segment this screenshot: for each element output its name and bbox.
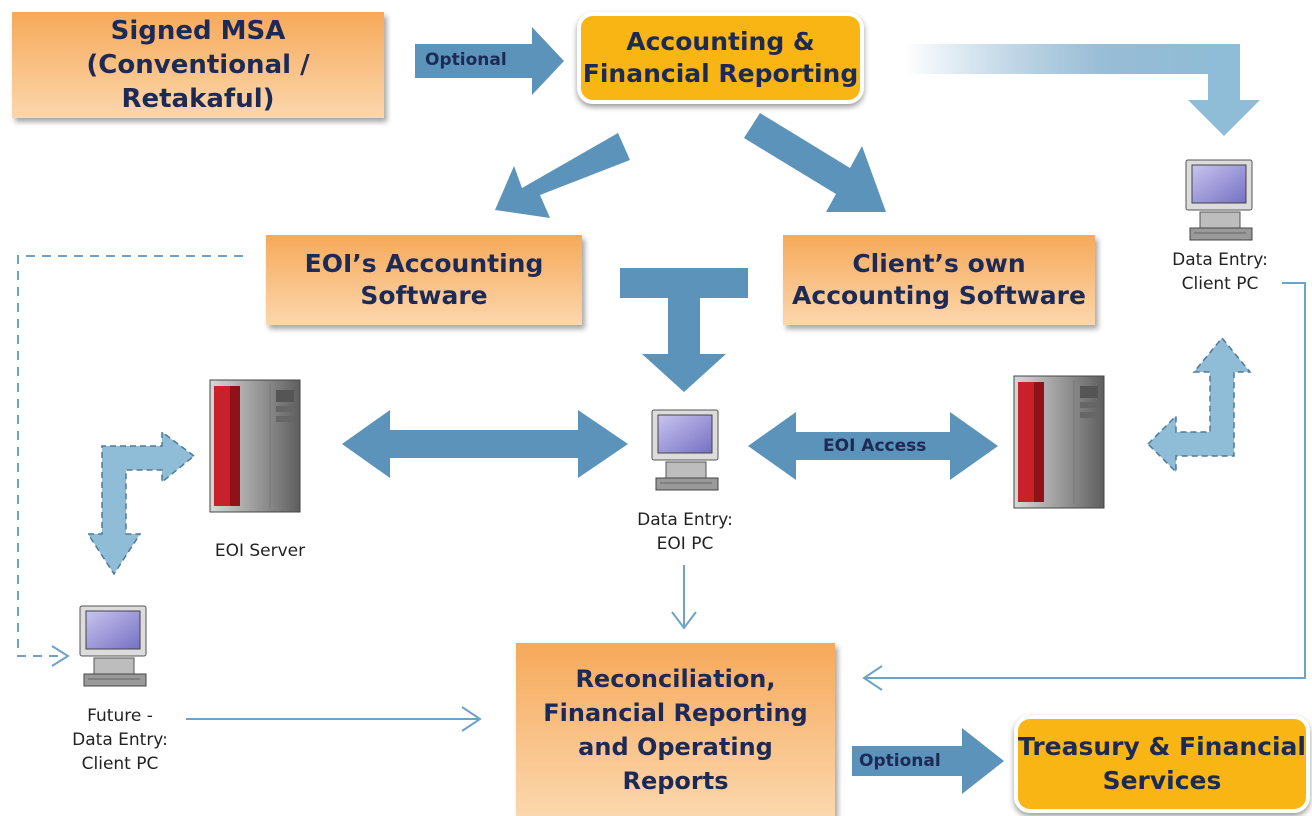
eoi-server-icon — [209, 379, 301, 513]
optional-label-bottom: Optional — [859, 751, 941, 771]
dashed-connector-future — [17, 255, 243, 657]
eoi-access-label: EOI Access — [823, 436, 927, 456]
eoi-pc-icon — [651, 409, 719, 491]
eoi-software-box: EOI’s Accounting Software — [266, 235, 582, 325]
data-entry-eoi-label: Data Entry: EOI PC — [637, 510, 733, 554]
arrow-t-merge — [620, 268, 748, 392]
reconciliation-box: Reconciliation, Financial Reporting and … — [516, 643, 835, 816]
dashed-arrowhead — [51, 645, 70, 667]
eoi-server-label: EOI Server — [214, 541, 306, 561]
future-client-label: Future - Data Entry: Client PC — [72, 706, 168, 774]
arrow-to-client-software — [744, 113, 886, 212]
client-server-icon — [1013, 375, 1105, 509]
client-pc-icon — [1185, 159, 1253, 241]
arrow-fade-right — [905, 44, 1240, 74]
arrow-to-eoi-software — [495, 133, 630, 218]
arrow-fade-down — [1188, 44, 1260, 136]
arrow-l-future — [86, 430, 196, 576]
signed-msa-box: Signed MSA (Conventional / Retakaful) — [12, 12, 384, 118]
client-software-box: Client’s own Accounting Software — [783, 235, 1095, 325]
arrow-l-client — [1146, 336, 1252, 474]
future-pc-icon — [79, 605, 147, 687]
arrow-eoi-access — [748, 412, 998, 480]
thin-line-client-pc — [864, 282, 1306, 679]
data-entry-client-label: Data Entry: Client PC — [1172, 250, 1268, 294]
accounting-reporting-box: Accounting & Financial Reporting — [577, 12, 864, 104]
optional-label-top: Optional — [425, 50, 507, 70]
arrow-server-pc — [342, 410, 628, 478]
arrow-optional-bottom — [852, 728, 1004, 794]
treasury-box: Treasury & Financial Services — [1014, 715, 1310, 813]
arrow-optional-top — [415, 27, 564, 95]
